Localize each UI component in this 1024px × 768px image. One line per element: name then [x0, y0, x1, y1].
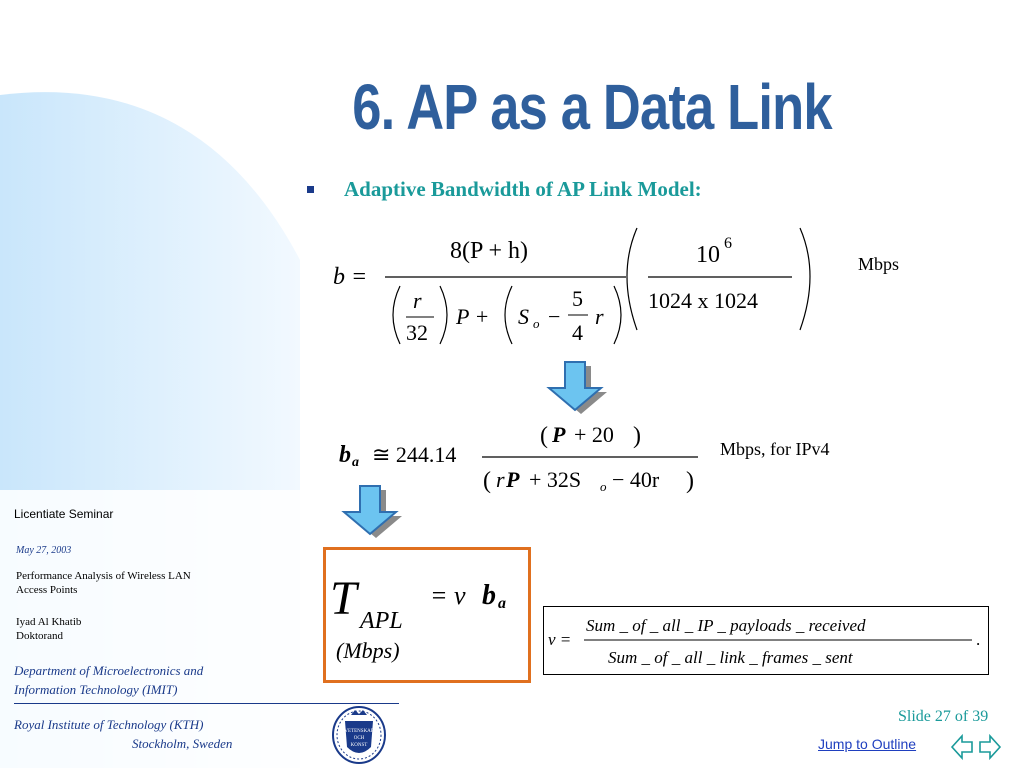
eq3-rhs: = v — [430, 581, 466, 610]
eq3-unit: (Mbps) — [336, 638, 400, 663]
kth-seal-icon: VETENSKAP OCH KONST — [332, 706, 386, 764]
eq1-factor-exp: 6 — [724, 235, 732, 252]
down-arrow-icon — [546, 361, 607, 414]
jump-to-outline-link[interactable]: Jump to Outline — [818, 736, 917, 752]
eq1-factor-den: 1024 x 1024 — [648, 288, 758, 313]
sidebar-divider — [14, 703, 399, 704]
eq2-approx: ≅ 244.14 — [372, 442, 456, 467]
talk-title-line1: Performance Analysis of Wireless LAN — [16, 570, 191, 582]
eq1-numerator: 8(P + h) — [450, 238, 528, 264]
bullet-text: Adaptive Bandwidth of AP Link Model: — [344, 177, 702, 201]
talk-title-line2: Access Points — [16, 584, 78, 596]
eq2-lhs-sub: a — [352, 455, 359, 470]
eq2-num-p: P — [551, 422, 566, 447]
svg-text:KONST: KONST — [351, 743, 368, 748]
down-arrow-icon — [341, 485, 402, 538]
eq2-den-p: P — [505, 467, 520, 492]
eq2-den-r: r — [496, 467, 505, 492]
eq2-den-sub: o — [600, 479, 607, 494]
eq3-lhs-sub: APL — [358, 608, 403, 634]
date-label: May 27, 2003 — [16, 545, 72, 556]
eq3-lhs: T — [330, 572, 360, 625]
equation-tapl: T APL = v b a (Mbps) — [330, 572, 506, 663]
unit-mbps-ipv4: Mbps, for IPv4 — [720, 439, 830, 459]
eq2-lhs: b — [339, 442, 351, 468]
eq1-factor-num: 10 — [696, 242, 720, 268]
result-box — [323, 547, 531, 683]
department-line2: Information Technology (IMIT) — [14, 682, 178, 697]
eq1-den-5: 5 — [572, 286, 583, 311]
square-bullet-icon — [307, 186, 314, 193]
author-role: Doktorand — [16, 630, 64, 642]
eq1-den-32: 32 — [406, 320, 428, 345]
eq2-den-mid: + 32S — [529, 467, 581, 492]
eq2-num-rest: + 20 — [574, 422, 614, 447]
eq3-rhs-b: b — [482, 580, 496, 611]
slide-title: 6. AP as a Data Link — [352, 71, 832, 143]
equation-bandwidth: b = 8(P + h) r 32 P + S o − 5 4 r 10 6 1… — [333, 227, 811, 345]
left-right-arrow-icon[interactable] — [950, 733, 1002, 761]
author-name: Iyad Al Khatib — [16, 616, 82, 628]
eq1-den-s: S — [518, 304, 529, 329]
eq4-den: Sum _ of _ all _ link _ frames _ sent — [608, 648, 854, 667]
v-definition-box — [543, 606, 989, 675]
svg-text:(: ( — [483, 468, 491, 494]
equation-ba: b a ≅ 244.14 ( P + 20 ) ( r P + 32S o − … — [339, 422, 698, 494]
eq4-num: Sum _ of _ all _ IP _ payloads _ receive… — [586, 616, 866, 635]
eq1-den-r: r — [413, 288, 422, 313]
eq1-lhs: b = — [333, 264, 367, 290]
eq1-den-p: P + — [455, 304, 489, 329]
seminar-label: Licentiate Seminar — [14, 507, 114, 521]
svg-text:): ) — [686, 468, 694, 494]
eq1-den-minus: − — [548, 304, 560, 329]
department-line1: Department of Microelectronics and — [14, 663, 204, 678]
equation-v: v = Sum _ of _ all _ IP _ payloads _ rec… — [548, 616, 980, 667]
eq4-end: . — [976, 630, 980, 649]
svg-text:OCH: OCH — [354, 736, 365, 741]
eq1-den-4: 4 — [572, 320, 583, 345]
eq3-rhs-sub: a — [498, 595, 506, 612]
slide-number: Slide 27 of 39 — [898, 708, 989, 725]
unit-mbps: Mbps — [858, 254, 900, 274]
svg-text:): ) — [633, 423, 641, 449]
svg-text:(: ( — [540, 423, 548, 449]
svg-text:VETENSKAP: VETENSKAP — [344, 729, 373, 734]
eq1-den-s-sub: o — [533, 316, 540, 331]
institute-line1: Royal Institute of Technology (KTH) — [14, 717, 204, 732]
eq2-den-tail: − 40r — [612, 467, 660, 492]
eq1-den-r2: r — [595, 304, 604, 329]
eq4-lhs: v = — [548, 630, 571, 649]
institute-line2: Stockholm, Sweden — [132, 736, 233, 751]
